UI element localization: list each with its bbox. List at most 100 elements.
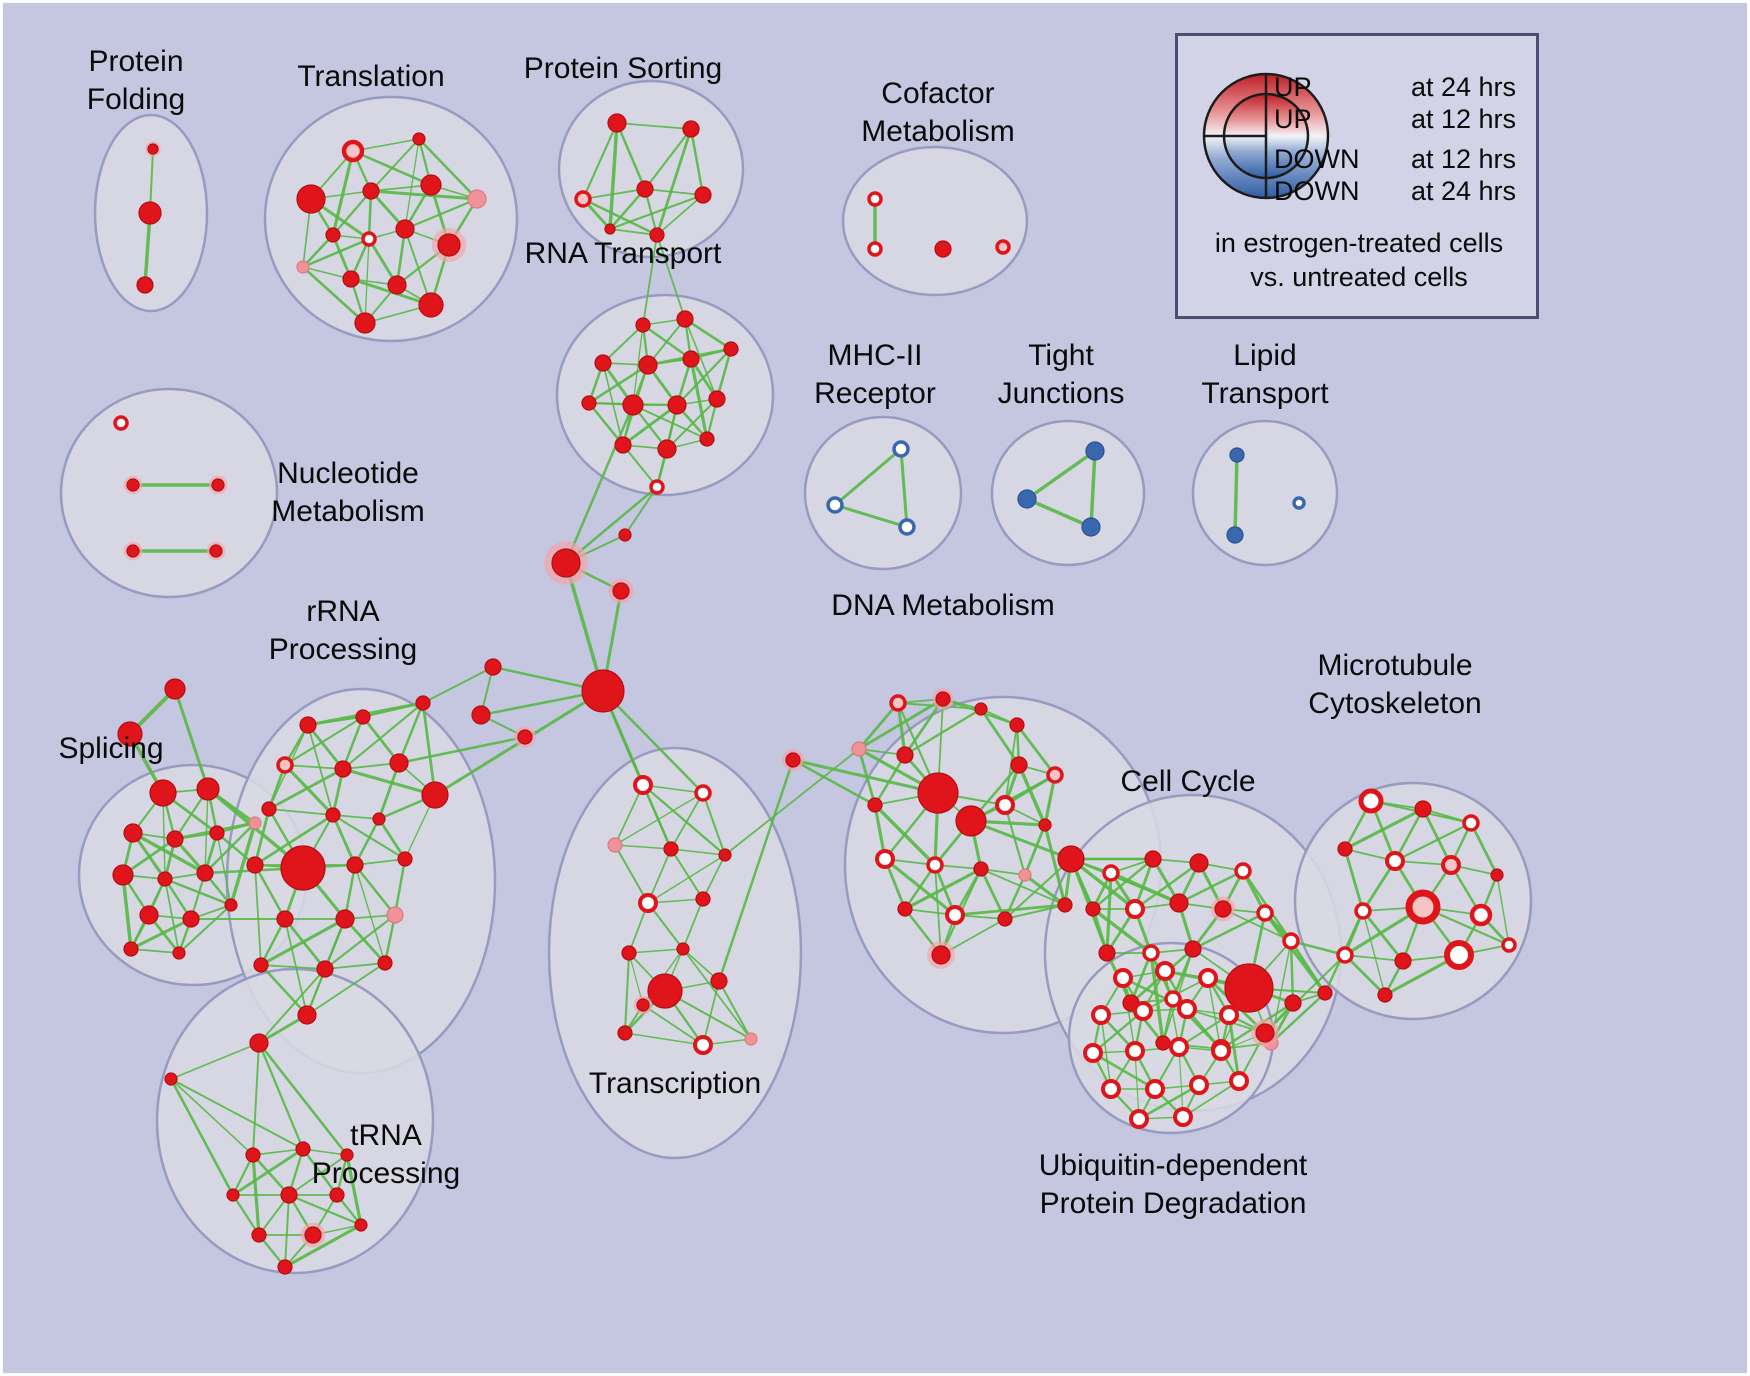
edge (624, 1032, 704, 1046)
node-ring (1444, 940, 1474, 970)
node-red (718, 848, 732, 862)
edge (564, 403, 635, 565)
edge (655, 127, 693, 237)
edge (582, 188, 646, 200)
edge (1149, 951, 1165, 1045)
edge (602, 324, 644, 364)
edge (1003, 873, 1027, 921)
edge (301, 1147, 339, 1197)
node-ring (1336, 946, 1354, 964)
edge (857, 701, 900, 751)
node-pinkring (574, 190, 592, 208)
node-red (867, 797, 883, 813)
node-halo (126, 544, 140, 558)
node-red (1144, 850, 1162, 868)
edge (669, 847, 705, 901)
node-red (412, 132, 426, 146)
edge (306, 962, 386, 1016)
node-ring (945, 905, 965, 925)
node-red (607, 113, 627, 133)
edge (307, 724, 334, 816)
edge (614, 784, 644, 846)
edge (1043, 823, 1067, 907)
edge (361, 715, 401, 765)
node-halo (612, 582, 630, 600)
edge (377, 817, 407, 861)
cluster-label-cofactor-metabolism: Cofactor (881, 77, 994, 110)
legend-canvas: UP at 24 hrs UP at 12 hrs DOWN at 12 hrs… (1202, 72, 1516, 292)
node-red (636, 180, 654, 198)
node-ring (875, 849, 895, 869)
node-ring (1219, 1005, 1239, 1025)
edge (1070, 858, 1180, 904)
node-red (136, 276, 154, 294)
edge (1393, 821, 1473, 863)
node-red (335, 909, 355, 929)
node-red (1009, 717, 1025, 733)
node-red (974, 702, 988, 716)
edge (1263, 911, 1327, 995)
edge (1289, 939, 1347, 957)
node-ring (1189, 1075, 1209, 1095)
edge (1004, 858, 1072, 920)
edge (129, 917, 193, 951)
node-pinkring (1441, 855, 1461, 875)
cluster-label-rrna-processing: Processing (269, 633, 417, 666)
node-pinkring (1046, 766, 1064, 784)
edge (257, 1041, 349, 1157)
legend-up12-label: UP (1274, 104, 1312, 134)
edge (1105, 871, 1113, 955)
edge (622, 444, 658, 488)
legend-caption-line2: vs. untreated cells (1250, 262, 1468, 292)
edge (689, 127, 705, 197)
node-ring (1256, 904, 1274, 922)
node-ring (1169, 1037, 1189, 1057)
edge (1003, 903, 1067, 921)
edge (1182, 1080, 1240, 1118)
node-red (581, 669, 625, 713)
node-ring (1155, 961, 1175, 981)
node-halo (1214, 900, 1232, 918)
edge (833, 503, 909, 529)
edge (656, 194, 704, 236)
node-pink (744, 1032, 758, 1046)
edge (353, 817, 381, 867)
node-ring (995, 795, 1015, 815)
node-red (164, 1072, 178, 1086)
edge (377, 761, 401, 821)
node-ring (1164, 990, 1182, 1008)
node-red (604, 223, 616, 235)
edge (403, 197, 479, 231)
edge (164, 878, 180, 954)
edge (229, 821, 257, 907)
node-ring (1102, 864, 1120, 882)
node-red (172, 946, 186, 960)
edge (621, 403, 679, 447)
node-red (253, 957, 269, 973)
edge (564, 561, 605, 693)
cluster-label-cell-cycle: Cell Cycle (1120, 765, 1255, 798)
node-red (166, 830, 184, 848)
edge (903, 707, 983, 757)
node-red (1414, 800, 1432, 818)
node-red (415, 695, 431, 711)
node-red (708, 390, 726, 408)
node-ring (1125, 899, 1145, 919)
node-ring (1145, 1079, 1165, 1099)
edge (121, 873, 133, 951)
node-red (296, 184, 326, 214)
edge (422, 666, 494, 704)
edge (608, 187, 647, 231)
edge (283, 763, 335, 817)
node-ring (1133, 1001, 1153, 1021)
node-ring (1501, 937, 1517, 953)
edge (283, 1223, 363, 1269)
edge (682, 898, 704, 950)
edge (1343, 953, 1387, 997)
node-pinkring (341, 139, 365, 163)
edge (1089, 449, 1097, 529)
node-red (224, 898, 238, 912)
node-red (621, 945, 637, 961)
edge (614, 844, 672, 850)
edge (1343, 807, 1425, 851)
